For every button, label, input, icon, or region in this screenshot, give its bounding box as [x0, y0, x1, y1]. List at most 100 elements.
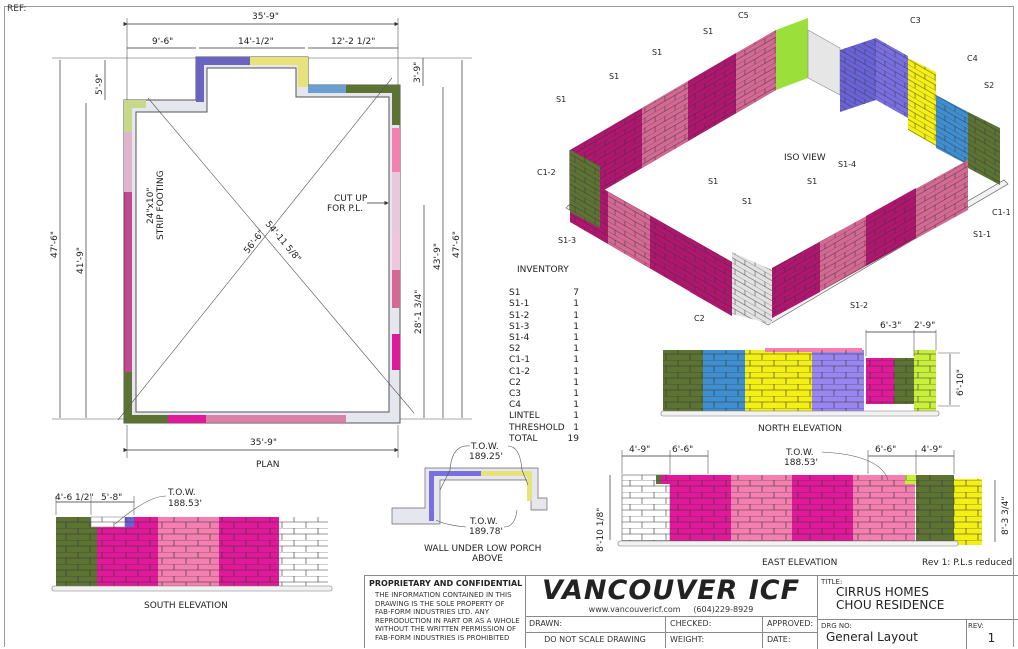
plan-top-seg2-dim: 14'-1/2"	[238, 37, 274, 47]
east-left1-dim: 4'-9"	[629, 445, 650, 455]
south-opening-dim: 5'-8"	[101, 493, 122, 503]
callout-s1-4: S1-4	[838, 160, 856, 169]
callout-s1-d: S1	[556, 95, 566, 104]
title-line-2: CHOU RESIDENCE	[836, 598, 945, 612]
plan-left-jog-dim: 5'-9"	[95, 74, 105, 95]
plan-right-jog-dim: 3'-9"	[413, 62, 423, 83]
callout-c5: C5	[738, 11, 749, 20]
company-contact: www.vancouvericf.com (604)229-8929	[525, 605, 817, 614]
north-elevation-title: NORTH ELEVATION	[758, 424, 842, 434]
inventory-item: S2	[509, 344, 521, 355]
title-line-1: CIRRUS HOMES	[836, 585, 929, 599]
company-name: VANCOUVER ICF	[541, 575, 801, 606]
inventory-qty: 1	[573, 299, 579, 310]
proprietary-line: FAB-FORM INDUSTRIES IS PROHIBITED	[375, 633, 510, 642]
porch-tow-top-label: T.O.W.	[470, 442, 499, 452]
proprietary-line: REPRODUCTION IN PART OR AS A WHOLE	[375, 616, 520, 625]
east-right1-dim: 6'-6"	[875, 445, 896, 455]
porch-tow-bottom-label: T.O.W.	[469, 517, 498, 527]
inventory-qty: 1	[573, 321, 579, 332]
proprietary-line: THE INFORMATION CONTAINED IN THIS	[375, 591, 512, 599]
date-field: DATE:	[763, 632, 817, 648]
drawing-number-field: DRG NO: General Layout	[817, 619, 967, 649]
company-brand: VANCOUVER ICF www.vancouvericf.com (604)…	[525, 576, 817, 616]
inventory-item: C1-1	[509, 355, 530, 366]
inventory-row: S1-2 1	[509, 311, 579, 322]
inventory-qty: 1	[573, 377, 579, 388]
east-right2-dim: 4'-9"	[921, 445, 942, 455]
checked-label: CHECKED:	[670, 619, 712, 628]
inventory-item: LINTEL	[509, 411, 540, 422]
porch-tow-bottom-value: 189.78'	[469, 527, 503, 537]
iso-callouts: C5 C3 S1 S1 S1 S1 C4 S2 C1-2 S1-4 S1 S1 …	[537, 11, 1011, 323]
proprietary-text: THE INFORMATION CONTAINED IN THIS DRAWIN…	[375, 591, 525, 643]
inventory-item: THRESHOLD	[509, 422, 565, 433]
proprietary-line: WITHOUT THE WRITTEN PERMISSION OF	[375, 625, 517, 634]
inventory-item: C3	[509, 389, 522, 400]
porch-title-1: WALL UNDER LOW PORCH	[424, 544, 541, 554]
weight-label: WEIGHT:	[670, 635, 705, 644]
inventory-qty: 1	[573, 333, 579, 344]
company-phone: (604)229-8929	[693, 605, 754, 614]
plan-left-outer-dim: 47'-6"	[50, 231, 60, 258]
drawn-label: DRAWN:	[529, 619, 563, 628]
footing-note-1: 24"x10"	[146, 187, 156, 224]
iso-view: ISO VIEW C5 C3 S1 S1 S1 S1 C4 S2 C1-2 S1…	[537, 11, 1011, 326]
inventory-qty: 1	[573, 344, 579, 355]
inventory-item: S1-1	[509, 299, 530, 310]
inventory-qty: 1	[573, 400, 579, 411]
revision-field: REV: 1	[965, 619, 1018, 649]
inventory-row: S1-1 1	[509, 299, 579, 310]
east-left2-dim: 6'-6"	[672, 445, 693, 455]
no-scale-note: DO NOT SCALE DRAWING	[525, 632, 666, 648]
inventory-qty: 1	[573, 310, 579, 321]
plan-right-lower-dim: 28'-1 3/4"	[414, 290, 424, 334]
inventory-item: S1-4	[509, 333, 530, 344]
callout-s1-2: S1-2	[850, 301, 868, 310]
drawn-field: DRAWN:	[525, 616, 666, 632]
plan-bottom-dim: 35'-9"	[250, 438, 277, 448]
plan-title: PLAN	[256, 460, 280, 470]
callout-c4: C4	[967, 54, 978, 63]
south-elevation: 4'-6 1/2" 5'-8" T.O.W. 188.53' SOUTH ELE…	[51, 488, 333, 611]
inventory-total-label: TOTAL	[509, 433, 538, 444]
callout-s1-3: S1-3	[558, 236, 576, 245]
inventory-qty: 1	[573, 366, 579, 377]
plan-right-outer-dim: 47'-6"	[452, 231, 462, 258]
east-tow-value: 188.53'	[784, 458, 818, 468]
approved-field: APPROVED:	[763, 616, 817, 632]
plan-left-inner-dim: 41'-9"	[76, 247, 86, 274]
inventory-row: THRESHOLD 1	[509, 423, 579, 434]
drawing-frame	[4, 6, 1014, 647]
callout-s1-a: S1	[703, 27, 713, 36]
plan-top-overall-dim: 35'-9"	[252, 12, 279, 22]
callout-s1-b: S1	[652, 48, 662, 57]
east-elevation: 4'-9" 6'-6" 6'-6" 4'-9" T.O.W. 188.53' 8…	[596, 445, 1011, 568]
inventory-qty: 1	[573, 422, 579, 433]
inventory-qty: 7	[573, 288, 579, 299]
inventory-item: S1-2	[509, 310, 530, 321]
east-height-right-dim: 8'-3 3/4"	[1001, 496, 1011, 535]
company-website[interactable]: www.vancouvericf.com	[588, 605, 681, 614]
east-tow-label: T.O.W.	[785, 448, 814, 458]
iso-view-title: ISO VIEW	[784, 153, 826, 163]
callout-s2: S2	[984, 81, 994, 90]
revision-note: Rev 1: P.L.s reduced	[922, 558, 1013, 568]
ref-label: REF:	[7, 4, 27, 14]
date-label: DATE:	[767, 635, 791, 644]
callout-c1-2: C1-2	[537, 168, 556, 177]
drg-label: DRG NO:	[821, 622, 852, 630]
south-tow-label: T.O.W.	[167, 488, 196, 498]
callout-c1-1: C1-1	[992, 208, 1011, 217]
north-elevation: 6'-3" 2'-9" 6'-10" NORTH ELEVATION	[660, 321, 966, 434]
north-height-dim: 6'-10"	[956, 369, 966, 396]
